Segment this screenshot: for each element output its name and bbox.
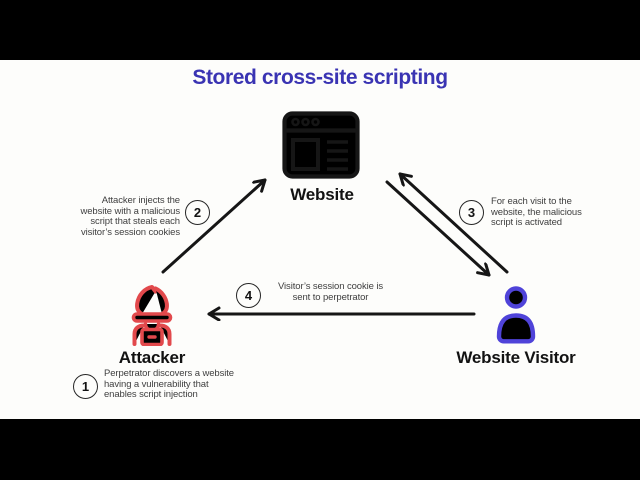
step-4-caption: Visitor’s session cookie is sent to perp… (277, 281, 383, 303)
arrow-visitor-to-website (398, 172, 509, 274)
step-3-badge: 3 (459, 200, 484, 225)
step-2-badge: 2 (185, 200, 210, 225)
step-1-caption: Perpetrator discovers a website having a… (104, 368, 234, 401)
flow-arrows (161, 172, 509, 419)
website-visitor-label: Website Visitor (456, 348, 576, 367)
diagram-canvas: Stored cross-site scripting (0, 60, 640, 419)
letterbox-bottom-bar (0, 419, 640, 480)
browser-window-icon (282, 111, 360, 179)
letterbox-top-bar (0, 0, 640, 60)
diagram-title: Stored cross-site scripting (192, 66, 448, 89)
step-1-badge: 1 (73, 374, 98, 399)
website-label: Website (290, 185, 354, 204)
person-icon (492, 286, 540, 344)
step-2-caption: Attacker injects the website with a mali… (80, 195, 180, 239)
step-3-caption: For each visit to the website, the malic… (491, 196, 582, 229)
arrow-attacker-to-website (161, 178, 267, 274)
attacker-label: Attacker (118, 348, 186, 367)
arrow-website-to-visitor (385, 180, 491, 277)
step-4-badge: 4 (236, 283, 261, 308)
hooded-hacker-icon (121, 284, 183, 346)
